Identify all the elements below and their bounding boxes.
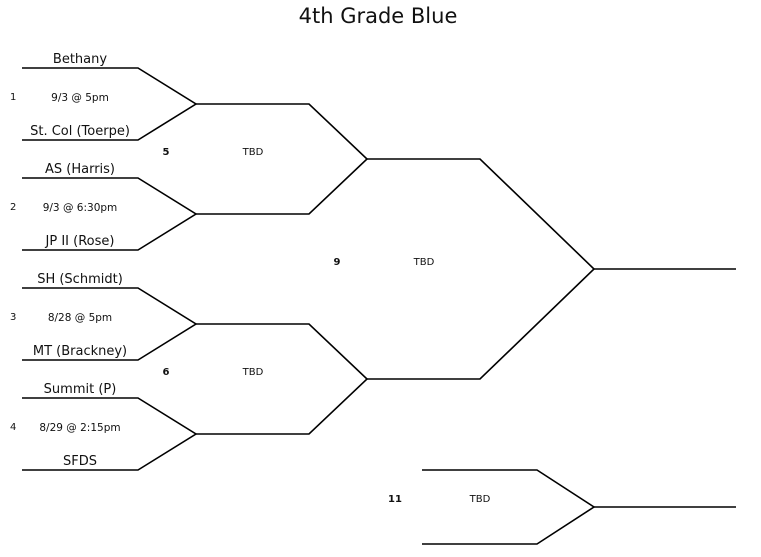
game-6-lines	[196, 323, 369, 435]
game-9-label: TBD	[413, 257, 435, 268]
game-9-number: 9	[334, 257, 341, 268]
game-3-number: 3	[10, 312, 16, 323]
game-1-time: 9/3 @ 5pm	[51, 92, 109, 104]
game-11-number: 11	[388, 494, 402, 505]
game-1-top-team: Bethany	[53, 52, 107, 67]
game-6-number: 6	[163, 367, 170, 378]
game-5-number: 5	[163, 147, 170, 158]
game-5-label: TBD	[242, 147, 264, 158]
bracket-title: 4th Grade Blue	[299, 4, 458, 28]
game-3-time: 8/28 @ 5pm	[48, 312, 112, 324]
game-11-label: TBD	[469, 494, 491, 505]
game-5-lines	[196, 103, 369, 215]
game-4-time: 8/29 @ 2:15pm	[39, 422, 120, 434]
game-1-bottom-team: St. Col (Toerpe)	[30, 124, 130, 139]
game-2-bottom-team: JP II (Rose)	[45, 234, 115, 249]
game-4-bottom-team: SFDS	[63, 454, 97, 469]
game-3-bottom-team: MT (Brackney)	[33, 344, 127, 359]
game-11-lines	[422, 469, 736, 545]
game-6-label: TBD	[242, 367, 264, 378]
game-2-number: 2	[10, 202, 16, 213]
game-9-lines	[367, 158, 736, 380]
game-3-top-team: SH (Schmidt)	[37, 272, 123, 287]
game-2-top-team: AS (Harris)	[45, 162, 115, 177]
game-4-top-team: Summit (P)	[44, 382, 117, 397]
game-4-lines	[22, 397, 198, 471]
game-1-number: 1	[10, 92, 16, 103]
game-4-number: 4	[10, 422, 16, 433]
game-2-time: 9/3 @ 6:30pm	[43, 202, 118, 214]
